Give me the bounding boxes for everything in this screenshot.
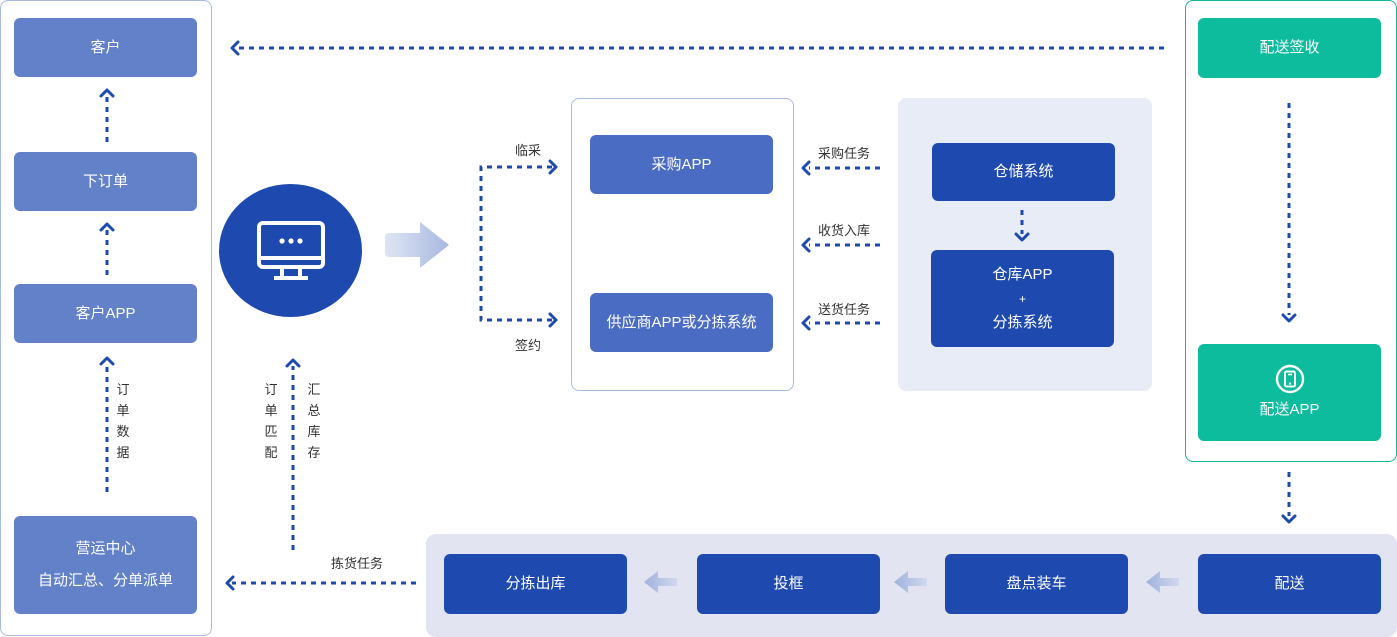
flow-step-loading: 盘点装车 xyxy=(945,554,1128,614)
temp-purchase-label: 临采 xyxy=(515,143,542,158)
warehouse-panel xyxy=(898,98,1152,391)
storage-system-label: 仓储系统 xyxy=(993,163,1054,180)
flow-step-delivery: 配送 xyxy=(1198,554,1381,614)
receive-label: 收货入库 xyxy=(818,223,871,238)
arrowhead-left xyxy=(230,40,240,56)
customer-label: 客户 xyxy=(90,38,121,56)
mobile-phone-icon xyxy=(1275,364,1304,393)
arrowhead-left xyxy=(801,160,811,176)
order-match-label: 订单匹配 xyxy=(264,382,278,460)
arrowhead-down xyxy=(1281,514,1297,524)
monitor-icon xyxy=(256,220,325,280)
order-data-label: 订单数据 xyxy=(116,382,130,460)
arrowhead-left xyxy=(801,237,811,253)
ops-center-title: 营运中心 xyxy=(75,540,136,557)
arrowhead-right xyxy=(548,312,558,328)
purchase-app-box: 采购APP xyxy=(590,135,773,194)
sorting-system-label: 分拣系统 xyxy=(992,313,1053,331)
flow-arrow-right xyxy=(385,222,449,268)
arrowhead-right xyxy=(548,159,558,175)
purchase-app-label: 采购APP xyxy=(651,155,712,173)
flow-step-label: 盘点装车 xyxy=(1006,575,1067,592)
warehouse-app-box: 仓库APP + 分拣系统 xyxy=(931,250,1114,347)
picking-task-label: 拣货任务 xyxy=(331,556,384,571)
contract-label: 签约 xyxy=(515,338,542,353)
customer-app-label: 客户APP xyxy=(75,304,136,322)
flow-step-label: 投框 xyxy=(773,575,804,592)
place-order-label: 下订单 xyxy=(82,172,128,190)
flow-step-label: 配送 xyxy=(1274,575,1305,592)
arrowhead-up xyxy=(285,358,301,368)
supplier-app-box: 供应商APP或分拣系统 xyxy=(590,293,773,352)
delivery-task-label: 送货任务 xyxy=(818,302,871,317)
delivery-app-label: 配送APP xyxy=(1259,400,1320,418)
warehouse-app-label: 仓库APP xyxy=(992,265,1053,283)
sign-receipt-label: 配送签收 xyxy=(1259,39,1320,56)
delivery-app-box: 配送APP xyxy=(1198,344,1381,441)
ops-center-box: 营运中心 自动汇总、分单派单 xyxy=(14,516,197,614)
purchase-task-label: 采购任务 xyxy=(818,146,871,161)
flow-step-sorting-out: 分拣出库 xyxy=(444,554,627,614)
flow-step-label: 分拣出库 xyxy=(505,575,566,592)
flow-step-basket: 投框 xyxy=(697,554,880,614)
ops-center-subtitle: 自动汇总、分单派单 xyxy=(37,572,173,589)
system-hub-circle xyxy=(219,184,362,317)
customer-app-box: 客户APP xyxy=(14,284,197,343)
sign-receipt-box: 配送签收 xyxy=(1198,18,1381,78)
storage-system-box: 仓储系统 xyxy=(932,143,1115,201)
connector-branch-bracket xyxy=(479,165,552,322)
arrowhead-left xyxy=(225,575,235,591)
summary-stock-label: 汇总库存 xyxy=(307,382,321,460)
customer-box: 客户 xyxy=(14,18,197,77)
arrowhead-left xyxy=(801,315,811,331)
supplier-app-label: 供应商APP或分拣系统 xyxy=(606,313,757,331)
place-order-box: 下订单 xyxy=(14,152,197,211)
plus-label: + xyxy=(1018,291,1026,306)
